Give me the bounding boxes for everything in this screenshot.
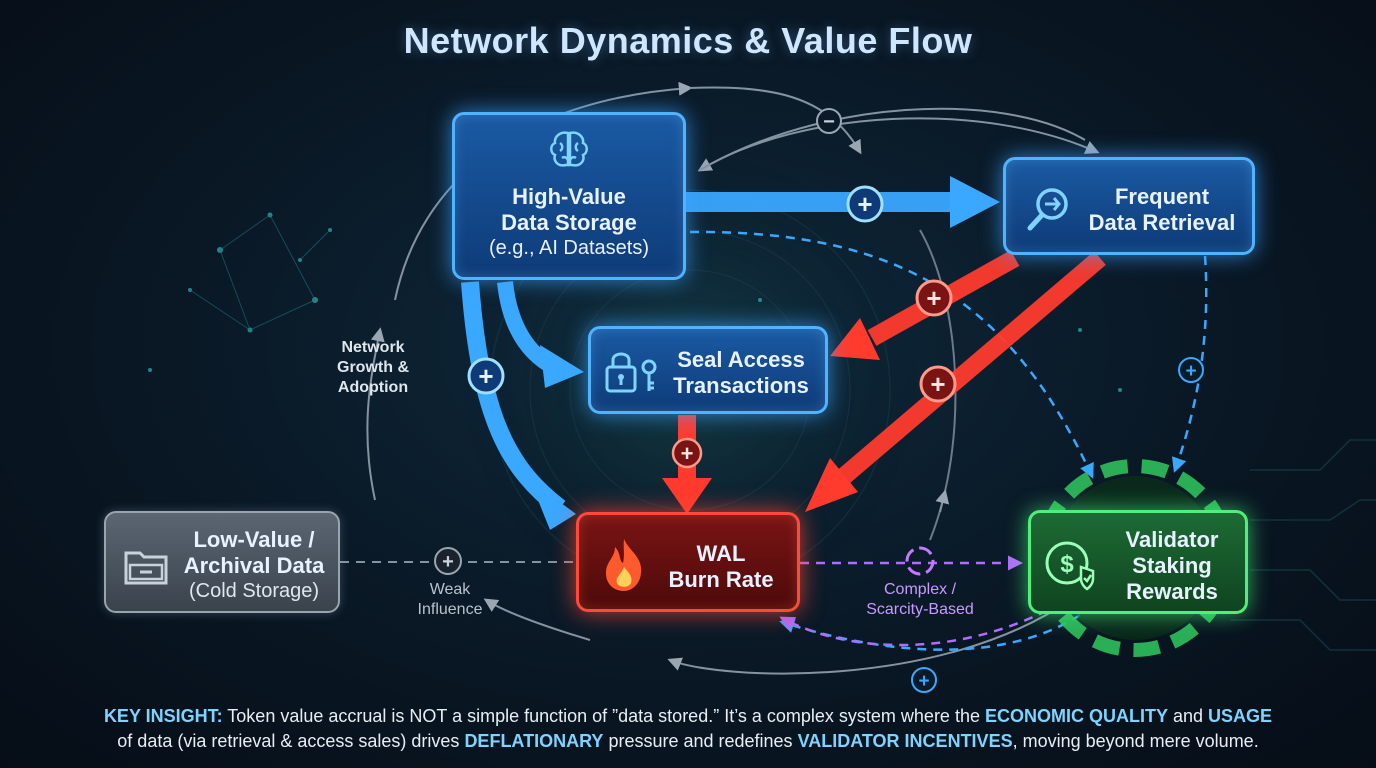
weak-influence-line2: Influence <box>417 601 483 618</box>
padlock-key-icon <box>605 352 657 393</box>
insight-text-5: , moving beyond mere volume. <box>1012 731 1259 751</box>
plus-badge-storage-retrieval: + <box>846 185 884 223</box>
insight-highlight-usage: USAGE <box>1208 706 1273 726</box>
brain-icon <box>550 131 588 167</box>
network-growth-arrow <box>366 327 385 501</box>
key-insight-line1: KEY INSIGHT: Token value accrual is NOT … <box>0 704 1376 729</box>
plus-badge-weak: + <box>434 547 462 575</box>
insight-highlight-deflationary: DEFLATIONARY <box>464 731 604 751</box>
low-value-archival-data-node: Low-Value / Archival Data (Cold Storage) <box>104 511 340 613</box>
insight-highlight-economic-quality: ECONOMIC QUALITY <box>984 706 1168 726</box>
complex-scarcity-label: Complex / Scarcity-Based <box>842 580 998 620</box>
insight-text-3: of data (via retrieval & access sales) d… <box>117 731 465 751</box>
wal-label-line2: Burn Rate <box>668 567 774 592</box>
svg-text:−: − <box>823 111 835 133</box>
minus-badge-top: − <box>816 108 842 134</box>
validator-staking-rewards-node: $ Validator Staking Rewards <box>1028 510 1248 614</box>
low-value-label-line2: Archival Data <box>183 553 325 578</box>
purple-flow-arrows <box>779 555 1076 647</box>
plus-badge-retrieval-seal: + <box>915 279 953 317</box>
svg-text:+: + <box>918 671 929 692</box>
svg-text:+: + <box>1185 361 1196 382</box>
seal-access-transactions-node: Seal Access Transactions <box>588 326 828 414</box>
wal-burn-rate-node: WAL Burn Rate <box>576 512 800 612</box>
file-cabinet-icon <box>124 551 168 585</box>
svg-text:+: + <box>478 361 493 391</box>
insight-text-1: Token value accrual is NOT a simple func… <box>222 706 985 726</box>
high-value-sub: (e.g., AI Datasets) <box>488 237 650 259</box>
validator-label-line2: Staking <box>1132 553 1212 578</box>
low-value-sub: (Cold Storage) <box>188 580 320 602</box>
frequent-label-line2: Data Retrieval <box>1088 210 1236 235</box>
key-insight: KEY INSIGHT: Token value accrual is NOT … <box>0 704 1376 754</box>
key-insight-lead: KEY INSIGHT: <box>103 706 223 726</box>
plus-badge-seal-wal: + <box>671 437 703 469</box>
search-arrow-icon <box>1027 188 1068 231</box>
complex-line2: Scarcity-Based <box>866 601 974 618</box>
plus-badge-storage-wal: + <box>467 357 505 395</box>
network-growth-line1: Network <box>341 339 405 356</box>
low-value-label-line1: Low-Value / <box>193 527 315 552</box>
plus-badge-retrieval-wal: + <box>919 365 957 403</box>
insight-highlight-validator-incentives: VALIDATOR INCENTIVES <box>797 731 1013 751</box>
high-value-label-line1: High-Value <box>512 184 626 209</box>
high-value-label-line2: Data Storage <box>501 210 637 235</box>
svg-text:+: + <box>930 369 945 399</box>
seal-label-line2: Transactions <box>673 373 809 398</box>
plus-badge-retrieval-validator: + <box>1178 357 1204 383</box>
sign-badges: + + + + + + + + − <box>434 108 1204 693</box>
complex-line1: Complex / <box>883 581 957 598</box>
weak-influence-line1: Weak <box>429 581 471 598</box>
recycle-icon <box>905 546 935 576</box>
network-growth-label: Network Growth & Adoption <box>318 338 428 398</box>
network-growth-line2: Growth & <box>337 359 409 376</box>
seal-label-line1: Seal Access <box>677 347 805 372</box>
plus-badge-validator-wal: + <box>911 667 937 693</box>
page-title: Network Dynamics & Value Flow <box>403 20 973 61</box>
validator-label-line3: Rewards <box>1126 579 1218 604</box>
weak-influence-label: Weak Influence <box>400 580 500 620</box>
svg-text:$: $ <box>1060 551 1074 578</box>
blue-flow-arrows <box>461 176 1208 651</box>
validator-label-line1: Validator <box>1125 527 1219 552</box>
svg-text:+: + <box>681 441 694 466</box>
svg-text:+: + <box>926 283 941 313</box>
high-value-data-storage-node: High-Value Data Storage (e.g., AI Datase… <box>452 112 686 280</box>
network-growth-line3: Adoption <box>337 379 409 396</box>
svg-text:+: + <box>857 189 872 219</box>
flame-icon <box>605 539 642 591</box>
wal-label-line1: WAL <box>696 541 746 566</box>
insight-text-4: pressure and redefines <box>603 731 798 751</box>
frequent-label-line1: Frequent <box>1114 184 1210 209</box>
frequent-data-retrieval-node: Frequent Data Retrieval <box>1003 157 1255 255</box>
dollar-shield-icon: $ <box>1045 541 1095 591</box>
svg-text:+: + <box>442 551 454 573</box>
key-insight-line2: of data (via retrieval & access sales) d… <box>0 729 1376 754</box>
insight-text-2: and <box>1167 706 1209 726</box>
